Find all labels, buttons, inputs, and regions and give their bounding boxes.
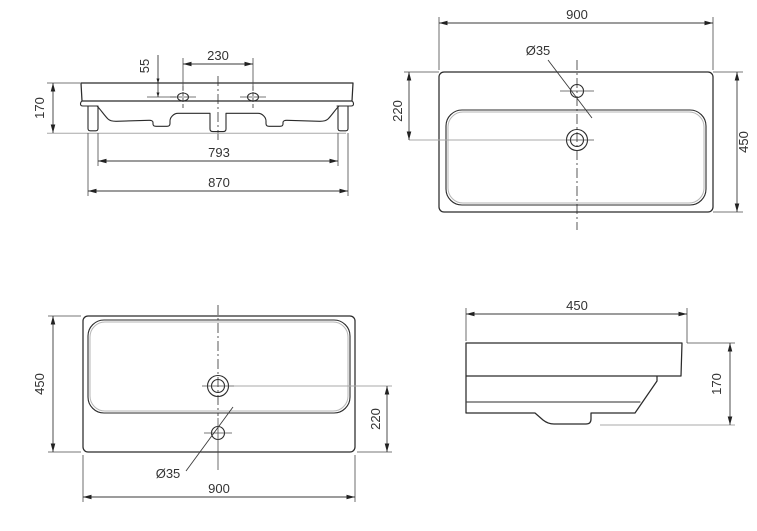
plan-inner-basin [445, 109, 707, 206]
bottom-plan-view: Ø35 450 220 900 [32, 305, 392, 502]
dim-label-faucet-offset: 55 [137, 59, 152, 73]
dim-label-overall-width: 870 [208, 175, 230, 190]
bottom-hole-dia-leader [185, 406, 234, 472]
hole-dia-leader [547, 59, 593, 119]
right-ledge [336, 100, 355, 107]
side-elevation-view: 450 170 [465, 298, 735, 426]
dim-label-side-depth: 450 [566, 298, 588, 313]
dim-label-top-width: 900 [566, 7, 588, 22]
dim-55-arrow-bottom [156, 92, 160, 97]
left-leg [87, 105, 99, 132]
bottom-inner-shadow [89, 321, 349, 412]
plan-inner-shadow [447, 111, 705, 204]
top-plan-view: Ø35 900 220 450 [390, 7, 751, 230]
dim-label-inner-width: 793 [208, 145, 230, 160]
dim-label-top-hole-dia: Ø35 [526, 43, 551, 58]
dim-55-arrow-top [156, 78, 160, 84]
dim-label-top-drain-offset: 220 [390, 100, 405, 122]
dim-label-faucet-spacing: 230 [207, 48, 229, 63]
dim-label-side-height: 170 [709, 373, 724, 395]
bottom-outer-outline [82, 315, 356, 453]
basin-rim-outline [80, 82, 354, 102]
bottom-inner-basin [87, 319, 351, 414]
front-elevation-view: 170 55 230 793 870 [32, 48, 355, 196]
dim-label-bottom-hole-dia: Ø35 [156, 466, 181, 481]
dim-label-bottom-depth: 450 [32, 373, 47, 395]
left-ledge [79, 100, 98, 107]
side-outline [465, 342, 683, 425]
dim-label-top-depth: 450 [736, 131, 751, 153]
plan-outer-outline [438, 71, 714, 213]
right-leg [337, 105, 349, 132]
dim-label-bottom-width: 900 [208, 481, 230, 496]
dim-label-bottom-drain-offset: 220 [368, 408, 383, 430]
dim-label-front-height: 170 [32, 97, 47, 119]
